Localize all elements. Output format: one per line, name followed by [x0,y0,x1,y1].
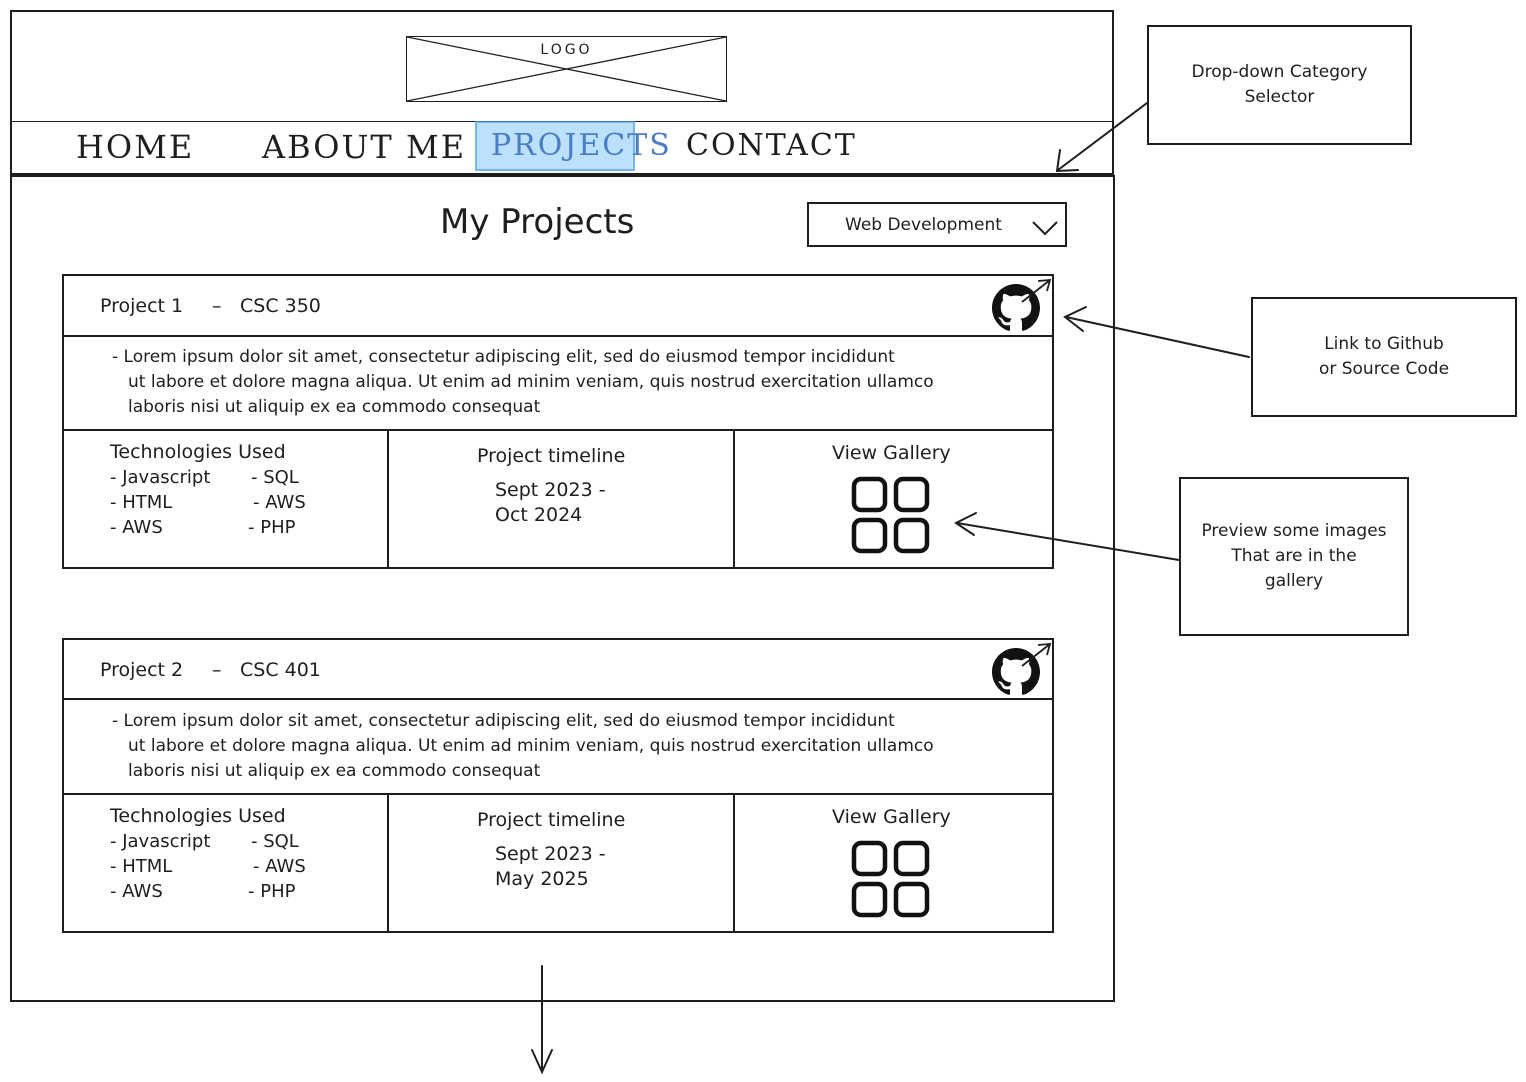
tech-item: - PHP [248,881,296,902]
main-content [10,175,1115,1002]
logo-placeholder-icon [407,37,726,101]
project-title: Project 1 [100,295,184,317]
tech-item: - AWS [110,517,163,538]
card-divider [733,794,735,932]
project-title-separator: – [212,659,222,681]
github-icon[interactable] [992,648,1040,696]
tech-item: - SQL [251,467,299,488]
tech-title: Technologies Used [110,805,286,827]
project-description-line: - Lorem ipsum dolor sit amet, consectetu… [112,711,895,731]
category-select-value: Web Development [845,215,1002,235]
note-line: Link to Github [1324,334,1444,354]
gallery-grid-icon[interactable] [850,475,932,555]
project-title: Project 2 [100,659,184,681]
logo-placeholder[interactable]: LOGO [406,36,727,102]
nav-active-highlight [475,121,635,171]
card-divider [62,335,1054,337]
timeline-date: May 2025 [495,868,589,890]
gallery-annotation-note: Preview some images That are in the gall… [1179,477,1409,636]
card-divider [733,430,735,568]
gallery-title[interactable]: View Gallery [832,442,951,464]
project-description-line: ut labore et dolore magna aliqua. Ut eni… [128,372,934,392]
project-description-line: laboris nisi ut aliquip ex ea commodo co… [128,761,541,781]
tech-item: - AWS [253,492,306,513]
project-description-line: ut labore et dolore magna aliqua. Ut eni… [128,736,934,756]
project-card [62,638,1054,933]
category-select[interactable]: Web Development [807,202,1067,247]
project-course: CSC 401 [240,659,321,681]
card-divider [62,429,1054,431]
timeline-title: Project timeline [477,445,626,467]
tech-item: - Javascript [110,467,211,488]
timeline-date: Sept 2023 - [495,843,606,865]
note-line: gallery [1264,571,1324,591]
tech-item: - AWS [110,881,163,902]
project-description-line: - Lorem ipsum dolor sit amet, consectetu… [112,347,895,367]
timeline-date: Oct 2024 [495,504,583,526]
card-divider [387,430,389,568]
tech-item: - SQL [251,831,299,852]
note-line: Selector [1244,87,1315,107]
github-annotation-note: Link to Github or Source Code [1251,297,1517,417]
timeline-title: Project timeline [477,809,626,831]
note-line: Preview some images [1201,521,1387,541]
tech-item: - Javascript [110,831,211,852]
project-card [62,274,1054,569]
note-line: or Source Code [1318,359,1450,379]
nav-projects[interactable]: PROJECTS [491,128,672,163]
github-arrow [1065,316,1250,358]
nav-contact[interactable]: CONTACT [686,128,857,163]
gallery-title[interactable]: View Gallery [832,806,951,828]
dropdown-arrow [1057,102,1148,171]
tech-item: - HTML [110,492,173,513]
logo-text: LOGO [540,42,593,58]
tech-title: Technologies Used [110,441,286,463]
chevron-down-icon [1032,221,1058,236]
card-divider [62,793,1054,795]
nav-about-me[interactable]: ABOUT ME [262,128,467,166]
project-title-separator: – [212,295,222,317]
external-link-arrow-icon [1021,278,1052,303]
project-description-line: laboris nisi ut aliquip ex ea commodo co… [128,397,541,417]
card-divider [62,698,1054,700]
github-icon[interactable] [992,284,1040,332]
gallery-arrow [956,522,1180,561]
page-title: My Projects [440,202,635,242]
project-course: CSC 350 [240,295,321,317]
tech-item: - PHP [248,517,296,538]
note-line: Drop-down Category [1191,62,1368,82]
gallery-grid-icon[interactable] [850,839,932,919]
tech-item: - AWS [253,856,306,877]
tech-item: - HTML [110,856,173,877]
dropdown-annotation-note: Drop-down Category Selector [1147,25,1412,145]
timeline-date: Sept 2023 - [495,479,606,501]
external-link-arrow-icon [1021,642,1052,667]
card-divider [387,794,389,932]
site-header [10,10,1114,175]
note-line: That are in the [1231,546,1357,566]
nav-home[interactable]: HOME [76,128,195,166]
